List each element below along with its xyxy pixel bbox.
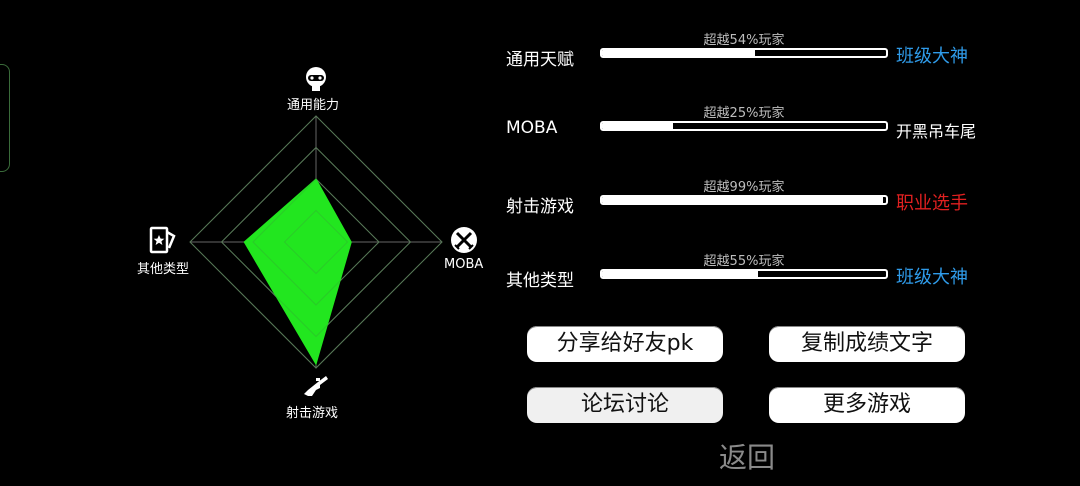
radar-chart: [189, 115, 443, 369]
robot-head-icon: [306, 67, 326, 91]
radar-grid-overlay: [283, 209, 349, 275]
radar-grid-overlay: [220, 146, 412, 338]
progress-fill: [602, 50, 756, 56]
progress-bar: [600, 48, 888, 58]
progress-fill: [602, 271, 759, 277]
radar-grid-overlay: [252, 178, 380, 306]
rifle-icon: [304, 376, 328, 396]
stat-caption: 超越99%玩家: [703, 180, 785, 195]
stat-row-shooter: 射击游戏 超越99%玩家 职业选手: [506, 180, 1006, 222]
stat-name: 通用天赋: [506, 50, 574, 70]
stat-name: 射击游戏: [506, 197, 574, 217]
stat-row-moba: MOBA 超越25%玩家 开黑吊车尾: [506, 106, 1006, 148]
copy-result-button[interactable]: 复制成绩文字: [769, 326, 965, 362]
stat-name: 其他类型: [506, 271, 574, 291]
stat-row-other: 其他类型 超越55%玩家 班级大神: [506, 254, 1006, 296]
radar-label-general: 通用能力: [287, 98, 340, 113]
forum-button[interactable]: 论坛讨论: [527, 387, 723, 423]
stat-rank: 班级大神: [896, 46, 968, 67]
progress-bar: [600, 121, 888, 131]
radar-label-shooter: 射击游戏: [286, 406, 339, 421]
stat-caption: 超越55%玩家: [703, 254, 785, 269]
stat-caption: 超越54%玩家: [703, 33, 785, 48]
radar-grid-overlay: [189, 115, 443, 369]
stat-name: MOBA: [506, 118, 558, 138]
stat-rank: 开黑吊车尾: [896, 122, 977, 141]
progress-fill: [602, 123, 673, 129]
radar-label-other: 其他类型: [137, 262, 190, 277]
back-button[interactable]: 返回: [718, 441, 775, 474]
more-games-button[interactable]: 更多游戏: [769, 387, 965, 423]
stat-caption: 超越25%玩家: [703, 106, 785, 121]
progress-fill: [602, 197, 884, 203]
share-button[interactable]: 分享给好友pk: [527, 326, 723, 362]
ability-radar: 通用能力 MOBA 射击游戏 其他类型: [0, 0, 500, 486]
progress-bar: [600, 195, 888, 205]
card-star-icon: [149, 226, 176, 254]
radar-value-area: [243, 178, 352, 366]
crossed-swords-icon: [451, 227, 477, 253]
progress-bar: [600, 269, 888, 279]
stat-rank: 职业选手: [896, 193, 968, 214]
stat-rank: 班级大神: [896, 267, 968, 288]
radar-label-moba: MOBA: [444, 257, 484, 272]
stat-row-general: 通用天赋 超越54%玩家 班级大神: [506, 33, 1006, 75]
